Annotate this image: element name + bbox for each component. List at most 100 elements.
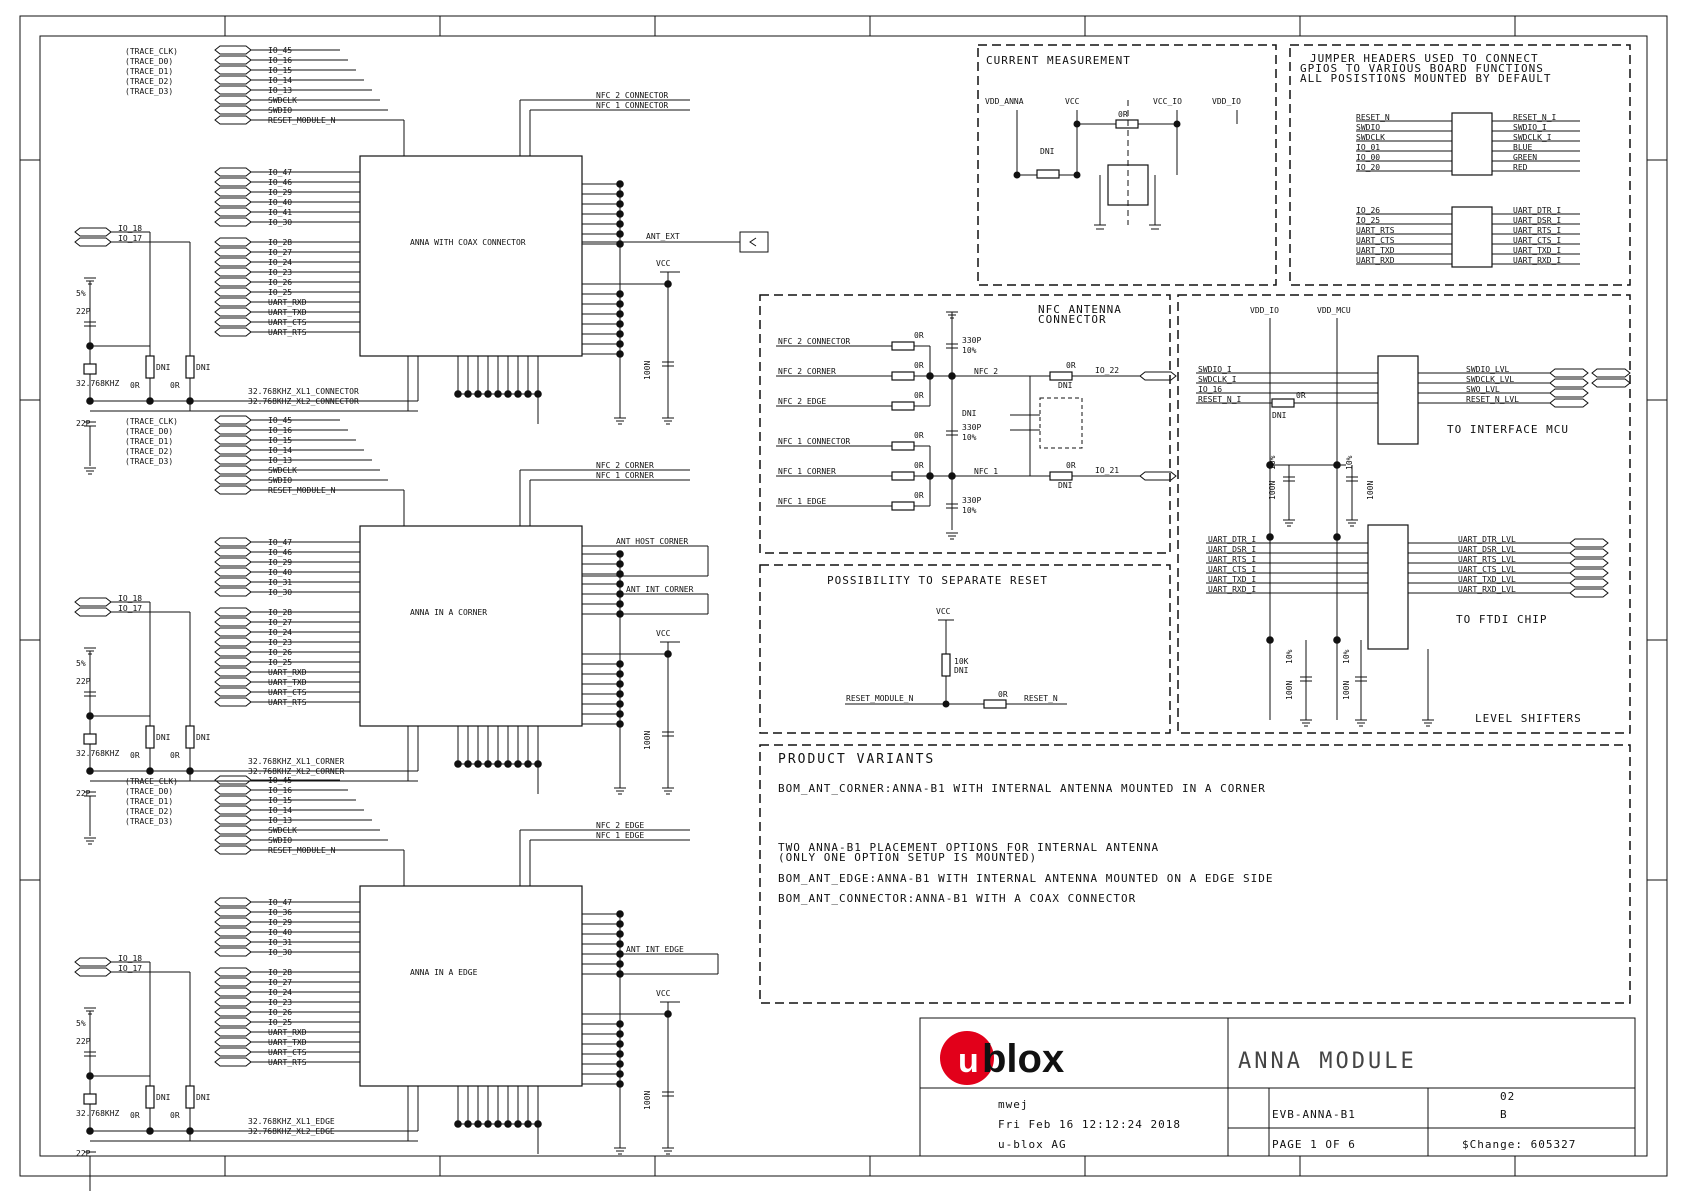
nfc2-label: NFC_2: [974, 367, 998, 376]
xtal-net-label: 32.768KHZ_XL2_EDGE: [248, 1127, 335, 1136]
ground-symbol: [1422, 719, 1434, 727]
port-symbol: [214, 1027, 252, 1037]
ground-symbol: [1355, 719, 1367, 727]
junction-dot: [1266, 636, 1274, 644]
nfc-resistor: [891, 501, 915, 511]
cap-22p: 22P: [76, 1037, 91, 1046]
port-symbol: [214, 785, 252, 795]
module-label: ANNA WITH COAX CONNECTOR: [410, 238, 526, 247]
ublox-logo-circle: [940, 1031, 994, 1085]
port-symbol: [1139, 371, 1177, 381]
trace-label: (TRACE_D0): [125, 427, 173, 436]
jumper-title-line-2: GPIOS TO VARIOUS BOARD FUNCTIONS: [1300, 62, 1544, 75]
xtal-resistor-dni: [185, 725, 195, 749]
jumper-left-label: SWDIO: [1356, 123, 1380, 132]
port-symbol: [214, 775, 252, 785]
resistor-dni: [1036, 169, 1060, 179]
ls-uart-in-label: UART_RXD_I: [1208, 585, 1256, 594]
resistor-0r-label: 0R: [170, 381, 180, 390]
nfc-io21-resistor: [1049, 471, 1073, 481]
author: mwej: [998, 1098, 1029, 1111]
decoupling-capacitor: [662, 1091, 674, 1097]
port-symbol: [214, 167, 252, 177]
trace-label: (TRACE_D3): [125, 457, 173, 466]
nfc-pin-label: NFC_1_CORNER: [596, 471, 654, 480]
nfc-io21-label: IO_21: [1095, 466, 1119, 475]
decoupling-capacitor: [662, 731, 674, 737]
nfc-pin-label: NFC_2_CONNECTOR: [596, 91, 668, 100]
resistor-dni-label: DNI: [156, 1093, 171, 1102]
project-title: ANNA MODULE: [1238, 1049, 1417, 1074]
port-symbol: [214, 1037, 252, 1047]
ground-symbol: [662, 1147, 674, 1155]
trace-label: (TRACE_CLK): [125, 47, 178, 56]
ls-cap-tol: 10%: [1285, 649, 1294, 664]
cap-22p: 22P: [76, 677, 91, 686]
nfc-dni: DNI: [962, 409, 977, 418]
jumper-right-label: UART_TXD_I: [1513, 246, 1561, 255]
io-pin-label: IO_18: [118, 594, 142, 603]
ls-cap-value: 100N: [1366, 481, 1375, 500]
jumper-left-label: UART_TXD: [1356, 246, 1395, 255]
jumper-right-label: UART_CTS_I: [1513, 236, 1561, 245]
port-symbol: [214, 587, 252, 597]
port-symbol: [214, 907, 252, 917]
port-symbol: [214, 197, 252, 207]
ls-input-label: SWDIO_I: [1198, 365, 1232, 374]
xtal-resistor-dni: [145, 1085, 155, 1109]
sheet-frame: [19, 15, 1668, 1177]
port-symbol: [214, 115, 252, 125]
reset-pullup-resistor: [941, 653, 951, 677]
vcc-label: VCC: [656, 629, 671, 638]
port-symbol: [74, 227, 112, 237]
jumper-left-label: UART_RTS: [1356, 226, 1395, 235]
nfc-resistor: [891, 371, 915, 381]
port-symbol: [1569, 588, 1609, 598]
port-symbol: [214, 697, 252, 707]
nfc-pin-label: NFC_1_CONNECTOR: [596, 101, 668, 110]
nfc-pin-label: NFC_2_CORNER: [596, 461, 654, 470]
port-symbol: [214, 647, 252, 657]
vcc-label: VCC: [656, 259, 671, 268]
ls-cap-value: 100N: [1342, 681, 1351, 700]
port-symbol: [214, 937, 252, 947]
xtal-resistor-dni: [185, 355, 195, 379]
trace-label: (TRACE_D2): [125, 77, 173, 86]
port-symbol: [214, 617, 252, 627]
ls-cap-value: 100N: [1268, 481, 1277, 500]
ls-cap-tol: 10%: [1342, 649, 1351, 664]
jumper-left-label: IO_20: [1356, 163, 1380, 172]
ground-symbol: [946, 311, 958, 319]
port-symbol: [1549, 378, 1589, 388]
nfc-connector: [1039, 397, 1083, 449]
ground-symbol: [614, 787, 626, 795]
nfc-net-label: NFC_2_EDGE: [778, 397, 826, 406]
to-interface-mcu: TO INTERFACE MCU: [1447, 423, 1569, 436]
jumper-right-label: SWDIO_I: [1513, 123, 1547, 132]
cap-tol: 5%: [76, 659, 86, 668]
port-symbol: [214, 217, 252, 227]
decoupling-capacitor: [662, 361, 674, 367]
reset-net-in: RESET_MODULE_N: [846, 694, 914, 703]
trace-label: (TRACE_D2): [125, 807, 173, 816]
antenna-label: ANT_EXT: [646, 232, 680, 241]
resistor-dni-label: DNI: [196, 1093, 211, 1102]
resistor-dni-label: DNI: [156, 733, 171, 742]
resistor-0r-label: 0R: [130, 1111, 140, 1120]
nfc-net-label: NFC_1_EDGE: [778, 497, 826, 506]
nfc-network: NFC_2_CONNECTOR0RNFC_2_CORNER0RNFC_2_EDG…: [776, 311, 1177, 540]
jumper-left-label: RESET_N: [1356, 113, 1390, 122]
nfc-cap-value: 330P: [962, 423, 981, 432]
cap-22p: 22P: [76, 307, 91, 316]
variants-title: PRODUCT VARIANTS: [778, 752, 935, 767]
nfc-capacitor: [946, 430, 958, 436]
date: Fri Feb 16 12:12:24 2018: [998, 1118, 1181, 1131]
port-symbol: [214, 805, 252, 815]
ls-uart-out-label: UART_RXD_LVL: [1458, 585, 1516, 594]
io-pin-label: IO_17: [118, 234, 142, 243]
nfc-resistor: [891, 441, 915, 451]
port-symbol: [214, 485, 252, 495]
ground-symbol: [84, 647, 96, 655]
antenna-label: ANT_HOST_CORNER: [616, 537, 688, 546]
